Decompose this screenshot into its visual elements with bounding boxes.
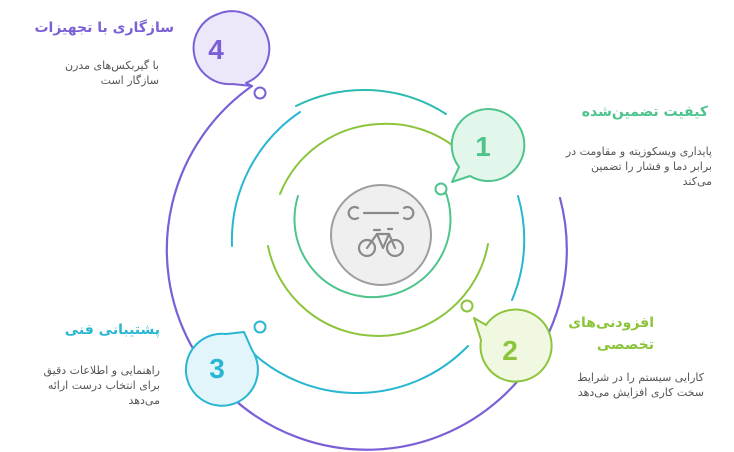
connector-dot-2 [460,299,474,313]
item-2-description: کارایی سیستم را در شرایط سخت کاری افزایش… [577,371,704,399]
bubble-number-1: 1 [475,131,491,162]
ring-cyan [230,111,526,395]
connector-dot-3 [253,320,267,334]
bubble-number-2: 2 [502,335,518,366]
item-1-description: پایداری ویسکوزیته و مقاومت در برابر دما … [565,145,712,188]
item-1-title: کیفیت تضمین‌شده [581,104,708,120]
bubble-2 [473,308,553,383]
ring-green [293,187,452,299]
connector-dot-1 [434,182,448,196]
item-3-description: راهنمایی و اطلاعات دقیق برای انتخاب درست… [43,364,160,407]
item-4-title: سازگاری با تجهیزات [34,20,174,36]
item-4-description: با گیربکس‌های مدرن سازگار است [64,59,159,87]
ring-teal [295,88,447,115]
bicycle-wrench-icon [347,205,415,258]
item-3-title: پشتیبانی فنی [64,322,160,338]
bubble-1 [450,108,526,183]
connector-dot-4 [253,86,267,100]
bubble-4 [192,10,271,87]
item-2-title: افزودنی‌های تخصصی [568,315,654,353]
bubble-3 [184,331,259,407]
bubble-number-3: 3 [209,353,225,384]
bubble-number-4: 4 [208,34,224,65]
ring-lime [267,122,489,337]
